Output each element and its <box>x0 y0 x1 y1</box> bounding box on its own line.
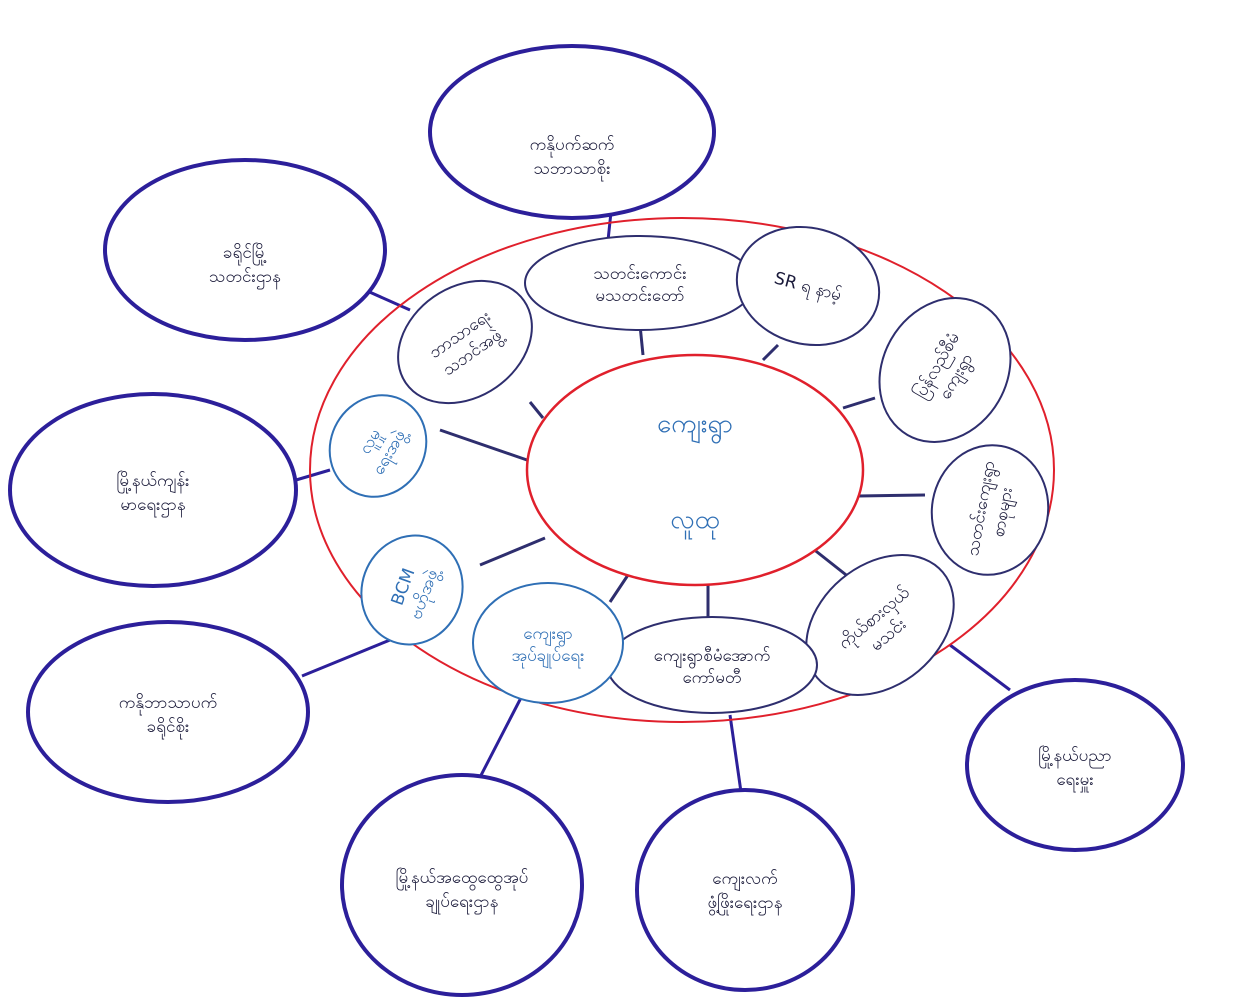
inner-node-circle <box>878 297 1012 443</box>
inner-node: ပြန်လည်စီမံ ကျေးရွာ <box>878 297 1012 443</box>
inner-node-label: မသတင်းတော် <box>595 286 684 306</box>
inner-node: BCM ဗဟိုအဖွဲ့ <box>360 534 464 646</box>
outer-node-label: သတင်းဌာန <box>209 267 281 290</box>
inner-node: ကျေးရွာ အုပ်ချုပ်ရေး <box>472 582 624 704</box>
inner-node-circle <box>472 582 624 704</box>
inner-node-label: ကျေးရွာစီမံအောက် <box>654 646 771 669</box>
outer-node-label: ကျေးလက် <box>712 869 777 892</box>
inner-node: ဘာသာရေး သဘင်အဖွဲ့ <box>397 279 533 405</box>
outer-node-label: မာရေးဌာန <box>120 495 185 518</box>
inner-node: လူမှု ရေးအဖွဲ့ <box>328 394 428 498</box>
outer-node-label: ကနိုပက်ဆက် <box>530 135 615 158</box>
outer-node-circle <box>340 773 584 997</box>
inner-node-label: ကျေးရွာ <box>523 624 573 647</box>
inner-node-circle <box>735 225 881 347</box>
connector-o2 <box>364 288 411 312</box>
outer-node: ခရိုင်မြို့ သတင်းဌာန <box>103 158 387 342</box>
outer-node-label: မြို့နယ်ပညာ <box>1038 744 1112 769</box>
outer-node-circle <box>8 392 298 588</box>
outer-node: ကျေးလက် ဖွံ့ဖြိုးရေးဌာန <box>635 788 855 992</box>
spoke-i9 <box>439 428 528 462</box>
spoke-i7 <box>608 571 632 603</box>
spoke-i2 <box>761 343 780 362</box>
outer-node-label: မြို့နယ်ကျန်း <box>117 469 190 494</box>
spoke-i5 <box>811 546 851 580</box>
spoke-i10 <box>528 401 545 419</box>
outer-node-label: ခရိုင်မြို့ <box>223 241 267 266</box>
inner-node-label: ကော်မတီ <box>682 668 741 688</box>
center-circle <box>525 353 865 587</box>
outer-node: မြို့နယ်ပညာ ရေးမှူး <box>965 678 1185 852</box>
outer-node-circle <box>428 44 716 220</box>
outer-node-circle <box>965 678 1185 852</box>
outer-node-label: ခရိုင်စိုး <box>147 717 190 740</box>
outer-node-label: ရေးမှူး <box>1056 770 1093 793</box>
inner-node-circle <box>328 394 428 498</box>
community-boundary-ring <box>309 217 1055 723</box>
spoke-i4 <box>857 493 926 498</box>
outer-node-label: ဖွံ့ဖြိုးရေးဌာန <box>707 891 782 916</box>
connector-o4 <box>301 638 391 678</box>
spoke-lines <box>439 324 926 620</box>
inner-node-circle <box>397 279 533 405</box>
outer-node-label: ကနိုဘာသာပက် <box>119 693 218 716</box>
outer-node: မြို့နယ်ကျန်း မာရေးဌာန <box>8 392 298 588</box>
inner-nodes: သတင်းကောင်း မသတင်းတော် SR ရ နာမ့် ပြန်လည… <box>328 225 1050 714</box>
connector-o3 <box>295 468 331 482</box>
inner-node: SR ရ နာမ့် <box>735 225 881 347</box>
connector-o7 <box>949 643 1011 692</box>
outer-node-circle <box>26 620 310 804</box>
inner-node: သတင်းကျေးရွာ စာစုများ <box>930 444 1050 576</box>
inner-node-label: သတင်းကောင်း <box>593 264 686 284</box>
inner-node: သတင်းကောင်း မသတင်းတော် <box>524 235 756 331</box>
inner-node: ကျေးရွာစီမံအောက် ကော်မတီ <box>606 616 818 714</box>
center-label-line2: လူထု <box>670 505 720 540</box>
inner-node: ကိုယ်စားလှယ် မသင်း <box>805 554 955 696</box>
outer-node-label: ချုပ်ရေးဌာန <box>426 892 499 915</box>
inner-node-circle <box>930 444 1050 576</box>
inner-node-circle <box>360 534 464 646</box>
center-node: ကျေးရွာ လူထု <box>525 353 865 587</box>
outer-node: မြို့နယ်အထွေထွေအုပ် ချုပ်ရေးဌာန <box>340 773 584 997</box>
spoke-i8 <box>479 536 546 567</box>
center-label-line1: ကျေးရွာ <box>657 409 733 444</box>
outer-node-label: မြို့နယ်အထွေထွေအုပ် <box>396 866 529 891</box>
outer-node-label: သဘာသာစိုး <box>533 159 610 182</box>
inner-node-label: အုပ်ချုပ်ရေး <box>512 646 585 669</box>
spoke-i3 <box>842 396 876 410</box>
outer-node: ကနိုဘာသာပက် ခရိုင်စိုး <box>26 620 310 804</box>
outer-node: ကနိုပက်ဆက် သဘာသာစိုး <box>428 44 716 220</box>
outer-nodes: ကနိုပက်ဆက် သဘာသာစိုး ခရိုင်မြို့ သတင်းဌာ… <box>8 44 1185 997</box>
inner-node-circle <box>805 554 955 696</box>
outer-node-circle <box>635 788 855 992</box>
outer-node-circle <box>103 158 387 342</box>
